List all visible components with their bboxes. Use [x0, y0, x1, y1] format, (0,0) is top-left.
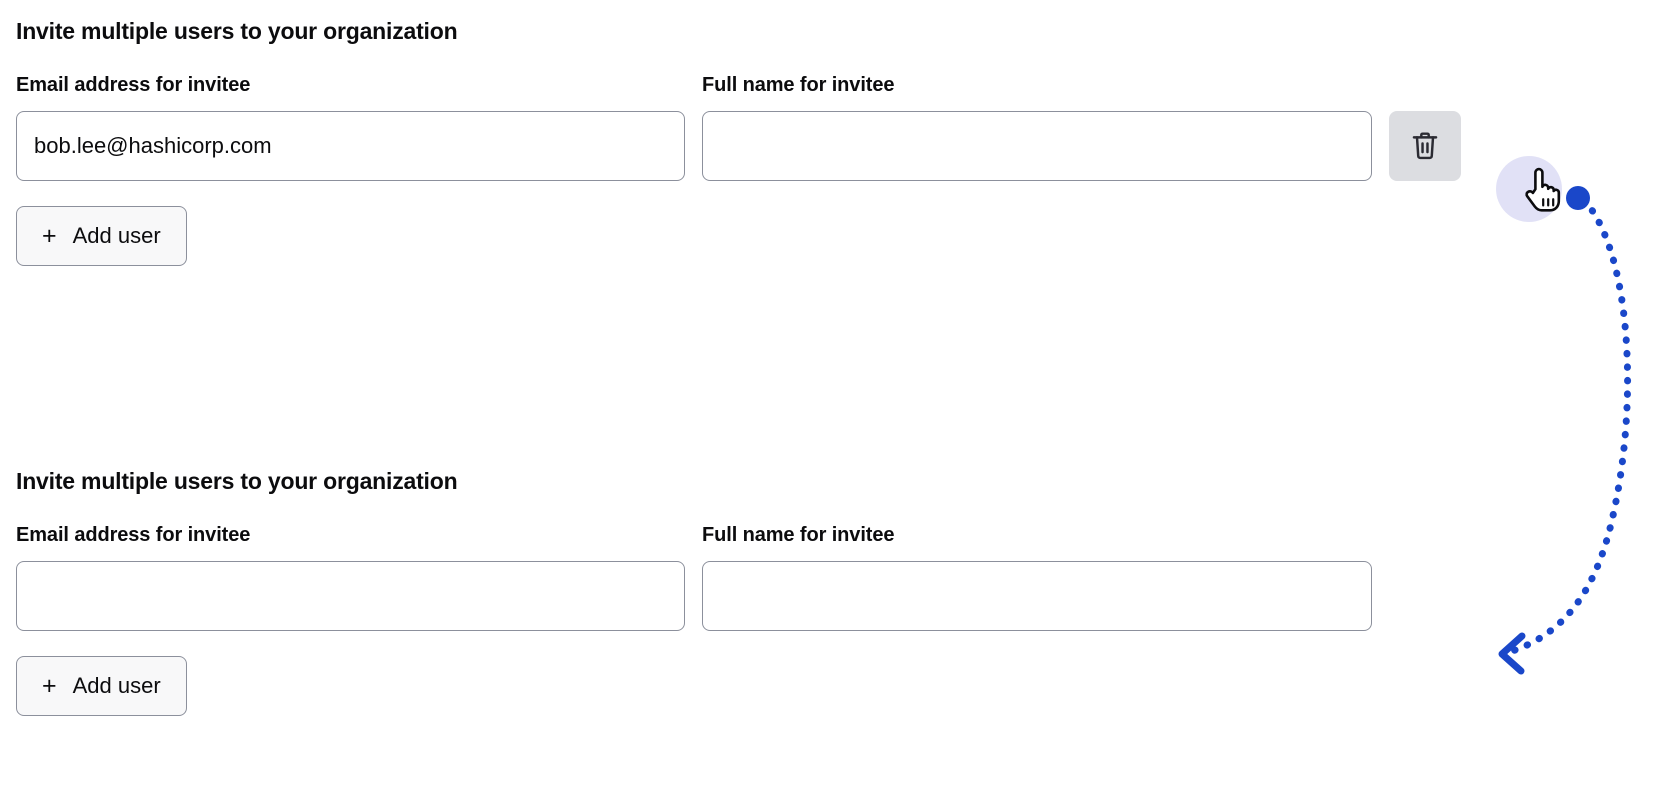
email-input[interactable]	[16, 111, 685, 181]
add-user-button[interactable]: + Add user	[16, 206, 187, 266]
full-name-input[interactable]	[702, 111, 1372, 181]
email-input[interactable]	[16, 561, 685, 631]
full-name-field-label: Full name for invitee	[702, 74, 895, 96]
full-name-field-group: Full name for invitee	[702, 72, 1372, 181]
email-field-group: Email address for invitee	[16, 522, 685, 631]
full-name-input[interactable]	[702, 561, 1372, 631]
section-title: Invite multiple users to your organizati…	[16, 468, 458, 494]
section-title: Invite multiple users to your organizati…	[16, 18, 458, 44]
invitee-row: Email address for invitee Full name for …	[16, 522, 1656, 631]
invitee-row: Email address for invitee Full name for …	[16, 72, 1656, 181]
plus-icon: +	[42, 221, 57, 250]
full-name-field-group: Full name for invitee	[702, 522, 1372, 631]
full-name-field-label: Full name for invitee	[702, 524, 895, 546]
email-field-label: Email address for invitee	[16, 524, 251, 546]
invite-section-before: Invite multiple users to your organizati…	[16, 16, 1656, 266]
add-user-button-label: Add user	[72, 223, 161, 248]
email-field-label: Email address for invitee	[16, 74, 251, 96]
add-user-button[interactable]: + Add user	[16, 656, 187, 716]
plus-icon: +	[42, 671, 57, 700]
add-user-button-label: Add user	[72, 673, 161, 698]
delete-invitee-button[interactable]	[1389, 111, 1461, 181]
email-field-group: Email address for invitee	[16, 72, 685, 181]
trash-icon	[1410, 130, 1440, 162]
invite-section-after: Invite multiple users to your organizati…	[16, 466, 1656, 716]
